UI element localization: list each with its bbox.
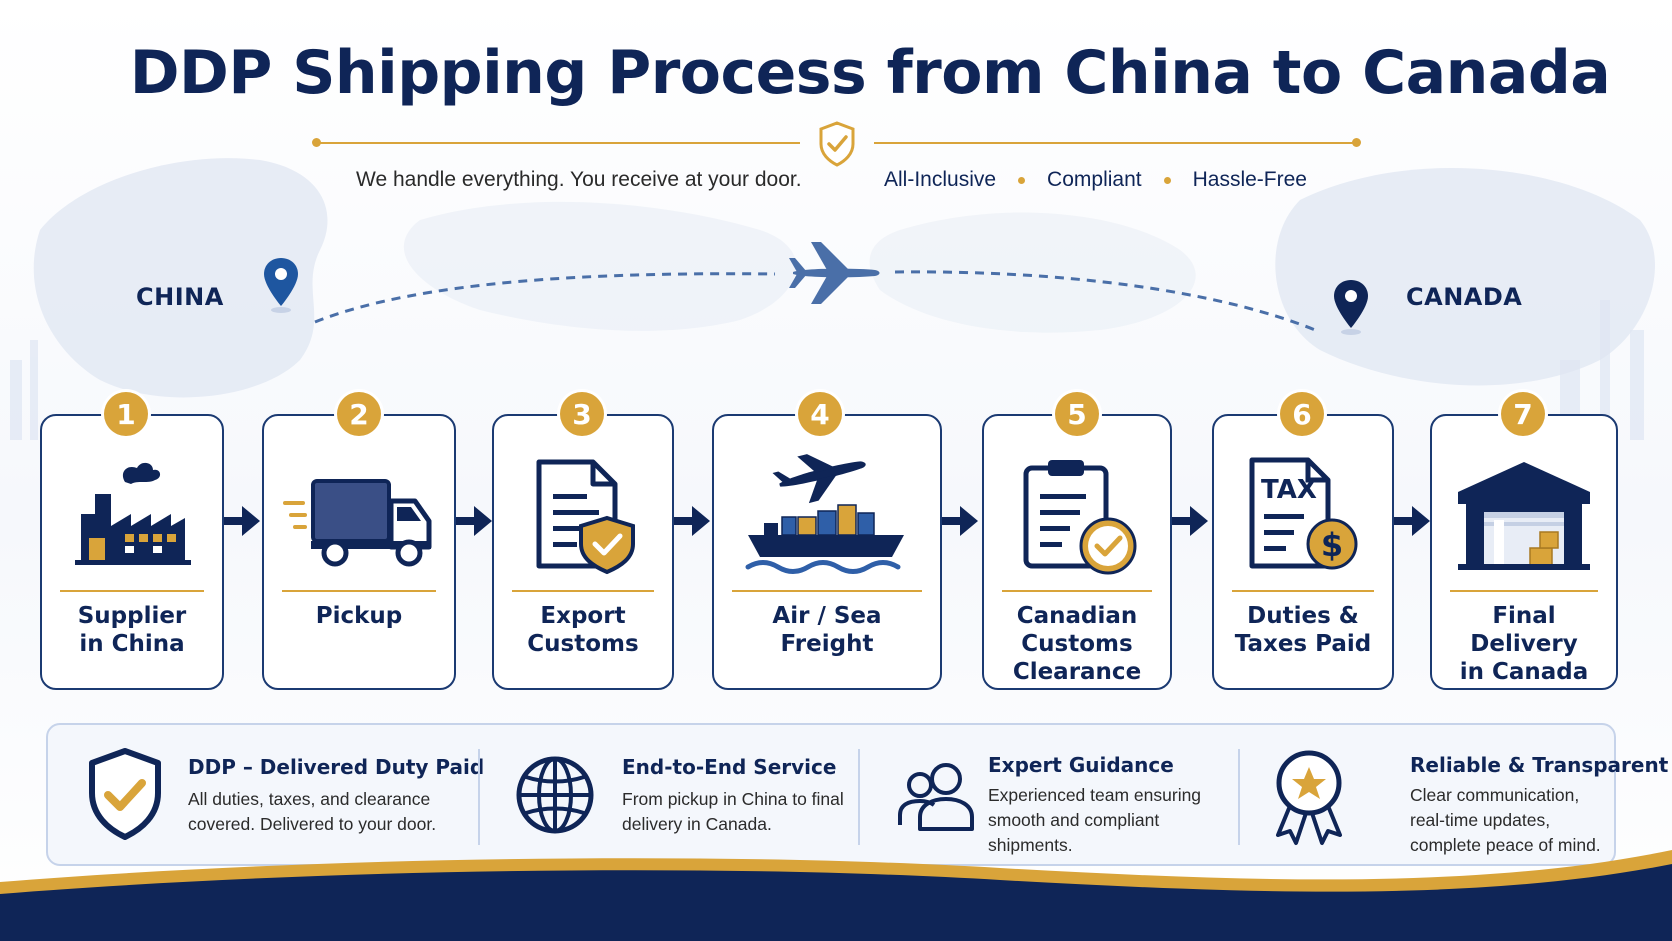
factory-icon	[75, 462, 191, 565]
feature-description: Experienced team ensuring smooth and com…	[988, 785, 1202, 855]
step-badge-2: 2	[337, 392, 381, 436]
arrow-right-icon	[1394, 506, 1430, 536]
step-card-5: Canadian Customs Clearance	[982, 414, 1172, 690]
step-card-6: TAX $ Duties & Taxes Paid	[1212, 414, 1394, 690]
bottom-swoosh	[0, 850, 1672, 941]
pill-all-inclusive: All-Inclusive	[884, 168, 997, 191]
feature-description: All duties, taxes, and clearance covered…	[188, 789, 437, 834]
pill-separator	[1018, 176, 1026, 184]
step-badge-5: 5	[1055, 392, 1099, 436]
step-card-1: Supplier in China	[40, 414, 224, 690]
pill-compliant: Compliant	[1047, 168, 1142, 191]
feature-title: End-to-End Service	[622, 755, 837, 779]
feature-title: Expert Guidance	[988, 753, 1174, 777]
step-badge-4: 4	[798, 392, 842, 436]
step-badge-3: 3	[560, 392, 604, 436]
step-label: Pickup	[315, 603, 403, 629]
shield-check-icon	[819, 121, 855, 167]
china-location-pin-icon	[264, 258, 298, 313]
value-pills: All-Inclusive Compliant Hassle-Free	[884, 168, 1307, 192]
tagline: We handle everything. You receive at you…	[356, 168, 802, 191]
step-card-7: Final Delivery in Canada	[1430, 414, 1618, 690]
clipboard-check-icon	[1023, 460, 1137, 575]
canada-location-pin-icon	[1334, 280, 1368, 335]
truck-icon	[283, 479, 432, 567]
step-label: Final Delivery in Canada	[1459, 603, 1589, 685]
arrow-right-icon	[674, 506, 710, 536]
title-rule-left	[318, 142, 800, 144]
feature-description: From pickup in China to final delivery i…	[622, 789, 844, 834]
features-panel: DDP – Delivered Duty Paid All duties, ta…	[46, 723, 1668, 868]
step-label: Duties & Taxes Paid	[1234, 603, 1372, 657]
feature-divider	[858, 749, 860, 845]
feature-end-to-end: End-to-End Service From pickup in China …	[478, 725, 858, 868]
warehouse-icon	[1458, 462, 1590, 570]
tax-document-icon: TAX $	[1249, 457, 1358, 570]
feature-ddp: DDP – Delivered Duty Paid All duties, ta…	[48, 725, 484, 868]
step-badge-7: 7	[1501, 392, 1545, 436]
step-label: Export Customs	[527, 603, 639, 657]
plane-ship-icon	[745, 454, 904, 574]
step-label: Canadian Customs Clearance	[1012, 603, 1142, 685]
shield-check-icon	[89, 748, 161, 840]
arrow-right-icon	[942, 506, 978, 536]
feature-divider	[1238, 749, 1240, 845]
svg-text:TAX: TAX	[1261, 475, 1317, 505]
globe-icon	[516, 756, 594, 834]
arrow-right-icon	[224, 506, 260, 536]
title-rule-right	[874, 142, 1356, 144]
step-card-2: Pickup	[262, 414, 456, 690]
arrow-right-icon	[1172, 506, 1208, 536]
team-icon	[898, 763, 974, 831]
title-rule-dot-right	[1352, 138, 1361, 147]
step-card-4: Air / Sea Freight	[712, 414, 942, 690]
shipping-route	[264, 242, 1368, 335]
pill-separator	[1163, 176, 1171, 184]
feature-divider	[478, 749, 480, 845]
step-badge-6: 6	[1280, 392, 1324, 436]
destination-label: CANADA	[1406, 283, 1523, 311]
feature-description: Clear communication, real-time updates, …	[1410, 785, 1601, 855]
feature-title: Reliable & Transparent	[1410, 753, 1669, 777]
step-badge-1: 1	[104, 392, 148, 436]
arrow-right-icon	[456, 506, 492, 536]
award-ribbon-icon	[1276, 750, 1342, 845]
feature-reliable: Reliable & Transparent Clear communicati…	[1238, 725, 1668, 868]
step-label: Air / Sea Freight	[772, 603, 882, 657]
step-card-3: Export Customs	[492, 414, 674, 690]
airplane-icon	[789, 242, 880, 304]
document-shield-icon	[536, 459, 635, 575]
origin-label: CHINA	[136, 283, 224, 311]
step-label: Supplier in China	[77, 603, 187, 657]
feature-expert-guidance: Expert Guidance Experienced team ensurin…	[858, 725, 1238, 868]
svg-text:$: $	[1321, 526, 1343, 564]
pill-hassle-free: Hassle-Free	[1192, 168, 1307, 191]
page-title: DDP Shipping Process from China to Canad…	[129, 38, 1611, 108]
feature-title: DDP – Delivered Duty Paid	[188, 755, 485, 779]
title-rule-dot-left	[312, 138, 321, 147]
